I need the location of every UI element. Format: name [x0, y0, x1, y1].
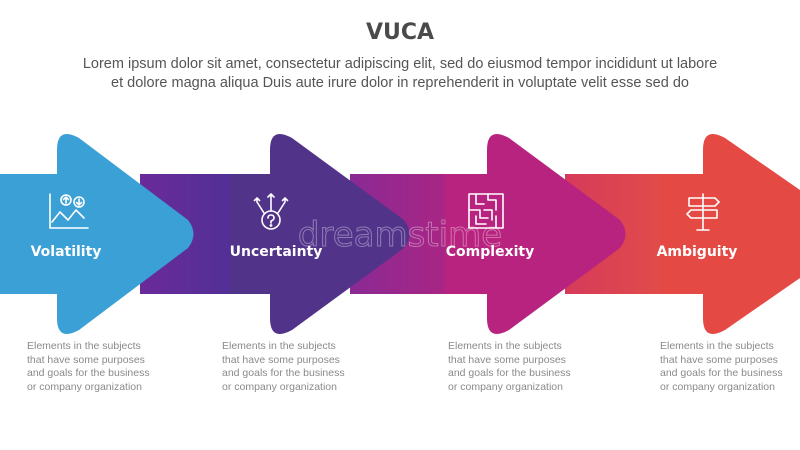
page-title: VUCA — [365, 20, 435, 45]
step-description-complexity: Elements in the subjects that have some … — [448, 340, 598, 394]
description-line: that have some purposes — [222, 353, 340, 366]
description-line: or company organization — [660, 380, 775, 393]
description-line: and goals for the business — [27, 367, 150, 379]
description-line: and goals for the business — [448, 367, 571, 379]
description-line: Elements in the subjects — [660, 340, 774, 352]
arrow-complexity — [445, 134, 626, 334]
step-label-volatility: Volatility — [30, 244, 102, 260]
signpost-icon — [686, 193, 720, 231]
description-line: and goals for the business — [660, 367, 783, 379]
step-label-ambiguity: Ambiguity — [656, 244, 738, 260]
description-line: or company organization — [222, 380, 337, 393]
description-line: that have some purposes — [660, 353, 778, 366]
step-description-uncertainty: Elements in the subjects that have some … — [222, 340, 372, 394]
chart-up-down-icon — [49, 193, 89, 229]
description-line: and goals for the business — [222, 367, 345, 379]
description-line: Elements in the subjects — [222, 340, 336, 352]
description-line: or company organization — [27, 380, 142, 393]
arrow-volatility — [0, 134, 194, 334]
step-description-ambiguity: Elements in the subjects that have some … — [660, 340, 800, 394]
description-line: that have some purposes — [448, 353, 566, 366]
subtitle-line: Lorem ipsum dolor sit amet, consectetur … — [82, 56, 718, 72]
description-line: that have some purposes — [27, 353, 145, 366]
description-line: or company organization — [448, 380, 563, 393]
arrow-ambiguity — [660, 134, 800, 334]
description-line: Elements in the subjects — [448, 340, 562, 352]
step-label-uncertainty: Uncertainty — [229, 244, 323, 260]
arrow-uncertainty — [230, 134, 410, 334]
maze-icon — [468, 193, 504, 229]
subtitle-line: et dolore magna aliqua Duis aute irure d… — [111, 75, 689, 91]
question-arrows-icon — [253, 193, 289, 230]
page-subtitle: Lorem ipsum dolor sit amet, consectetur … — [30, 55, 770, 93]
step-label-complexity: Complexity — [445, 244, 535, 260]
description-line: Elements in the subjects — [27, 340, 141, 352]
step-description-volatility: Elements in the subjects that have some … — [27, 340, 177, 394]
